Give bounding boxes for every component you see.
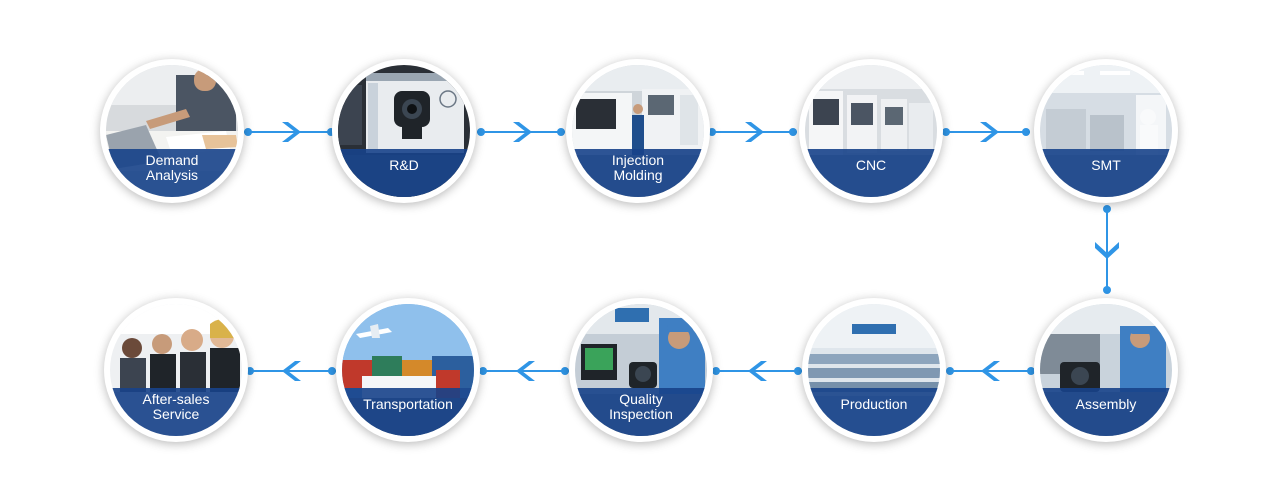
connector-dot [1027, 367, 1035, 375]
step-label-line: Inspection [609, 406, 673, 422]
connector-dot [794, 367, 802, 375]
connector-dot [244, 128, 252, 136]
connector-line [942, 131, 1030, 133]
step-production: Production [802, 298, 946, 442]
connector-dot [1103, 286, 1111, 294]
step-rd: R&D [332, 59, 476, 203]
step-label-line: Production [840, 395, 908, 412]
connector-dot [946, 367, 954, 375]
step-label-line: Molding [613, 167, 663, 183]
chevron-right-icon [509, 120, 537, 144]
connector-dot [1022, 128, 1030, 136]
step-demand-analysis: Demand Analysis [100, 59, 244, 203]
connector-line [708, 131, 797, 133]
connector-line [948, 370, 1034, 372]
chevron-left-icon [277, 359, 305, 383]
connector-dot [712, 367, 720, 375]
connector-dot [479, 367, 487, 375]
step-label-band: Transportation [342, 388, 474, 436]
connector-dot [477, 128, 485, 136]
step-injection-molding: Injection Molding [566, 59, 710, 203]
connector-dot [328, 367, 336, 375]
step-label-band: After-sales Service [110, 388, 242, 436]
chevron-right-icon [741, 120, 769, 144]
step-label-line: Injection [611, 152, 665, 168]
step-cnc: CNC [799, 59, 943, 203]
step-assembly: Assembly [1034, 298, 1178, 442]
connector-line [481, 370, 569, 372]
step-label-line: SMT [1091, 156, 1121, 173]
connector-dot [246, 367, 254, 375]
connector-dot [789, 128, 797, 136]
chevron-right-icon [976, 120, 1004, 144]
connector-dot [327, 128, 335, 136]
connector-line [477, 131, 565, 133]
step-label-line: R&D [389, 156, 419, 173]
connector-line [244, 131, 335, 133]
connector-dot [942, 128, 950, 136]
step-label-band: SMT [1040, 149, 1172, 197]
step-label-line: Quality [619, 391, 663, 407]
connector-line [714, 370, 802, 372]
step-after-sales-service: After-sales Service [104, 298, 248, 442]
connector-line [248, 370, 336, 372]
step-label-line: Service [152, 406, 200, 422]
step-label-band: Assembly [1040, 388, 1172, 436]
chevron-left-icon [511, 359, 539, 383]
connector-dot [561, 367, 569, 375]
chevron-left-icon [743, 359, 771, 383]
step-transportation: Transportation [336, 298, 480, 442]
chevron-left-icon [976, 359, 1004, 383]
step-label-band: Quality Inspection [575, 388, 707, 436]
step-label-line: Transportation [363, 395, 453, 412]
step-label-band: CNC [805, 149, 937, 197]
step-label-band: Demand Analysis [106, 149, 238, 197]
step-quality-inspection: Quality Inspection [569, 298, 713, 442]
step-label-line: Assembly [1075, 395, 1137, 412]
step-label-line: Analysis [145, 167, 199, 183]
connector-line [1106, 208, 1108, 292]
step-label-line: After-sales [142, 391, 210, 407]
step-label-line: Demand [145, 152, 199, 168]
step-label-band: Production [808, 388, 940, 436]
connector-dot [708, 128, 716, 136]
step-label-band: R&D [338, 149, 470, 197]
step-smt: SMT [1034, 59, 1178, 203]
connector-dot [557, 128, 565, 136]
connector-dot [1103, 205, 1111, 213]
chevron-down-icon [1093, 238, 1121, 262]
chevron-right-icon [278, 120, 306, 144]
step-label-band: Injection Molding [572, 149, 704, 197]
step-label-line: CNC [855, 156, 887, 173]
